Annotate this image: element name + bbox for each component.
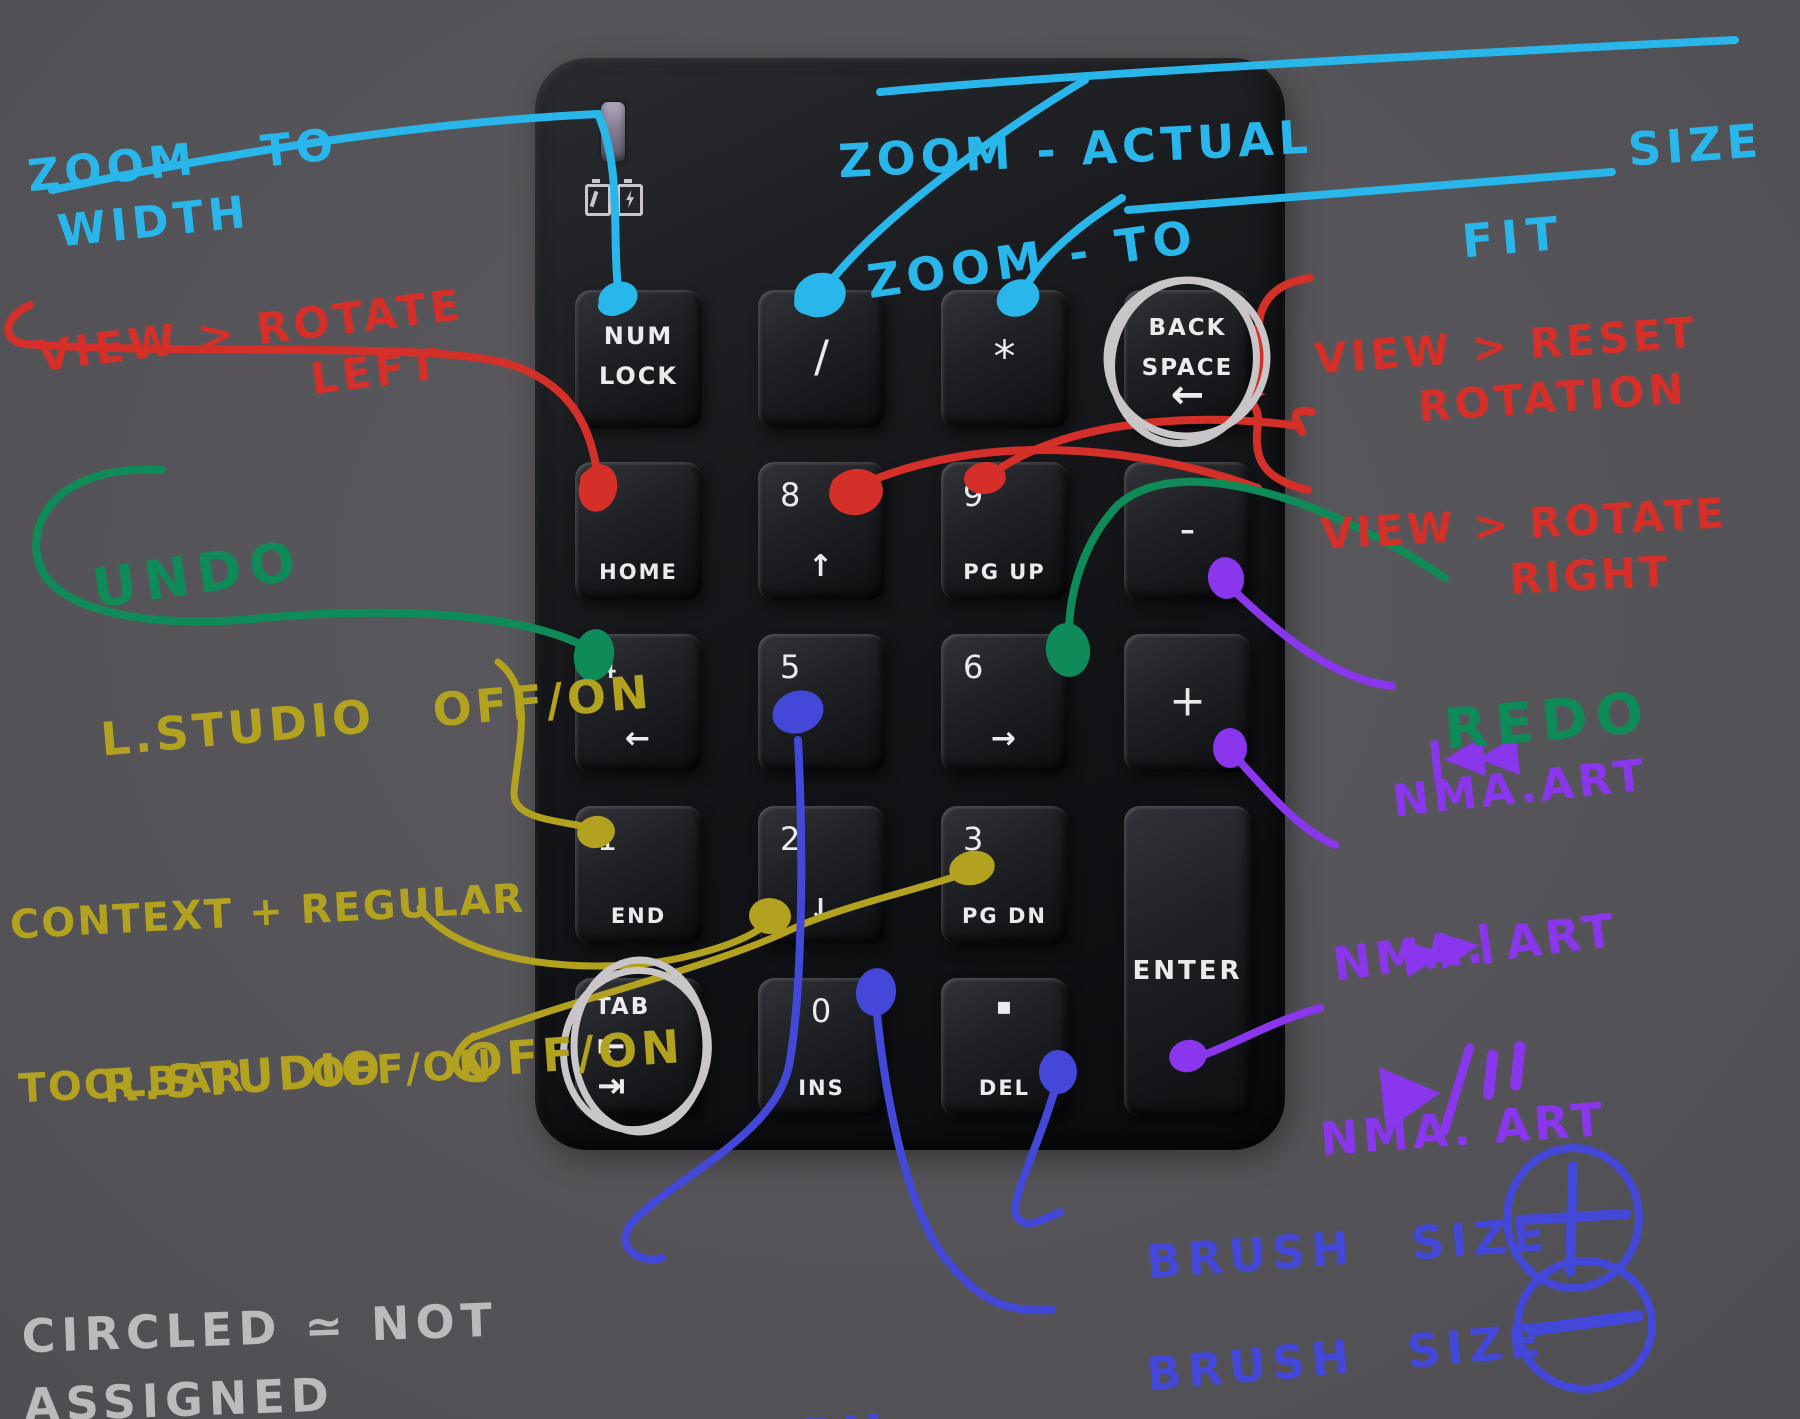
zoom-to-fit-label: ZOOM - TO [863, 208, 1201, 309]
key-minus: - [1124, 462, 1251, 600]
key-2: 2↓ [758, 806, 885, 944]
rotate-right-swash [1291, 407, 1316, 436]
key-decimal: ▪DEL [941, 978, 1068, 1116]
charging-battery-icon [617, 179, 643, 216]
key-8: 8↑ [758, 462, 885, 600]
rotate-left-swash [4, 301, 34, 348]
key-enter: ENTER [1124, 806, 1251, 1116]
key-6: 6→ [941, 634, 1068, 772]
battery-icon [585, 179, 611, 216]
key-num-lock: NUM LOCK [575, 290, 702, 428]
key-divide: / [758, 290, 885, 428]
key-5: 5 [758, 634, 885, 772]
brush-tool-label: BRUSHTOOL [635, 1220, 915, 1419]
status-led [601, 102, 625, 162]
key-plus: + [1124, 634, 1251, 772]
battery-indicators [585, 178, 665, 216]
